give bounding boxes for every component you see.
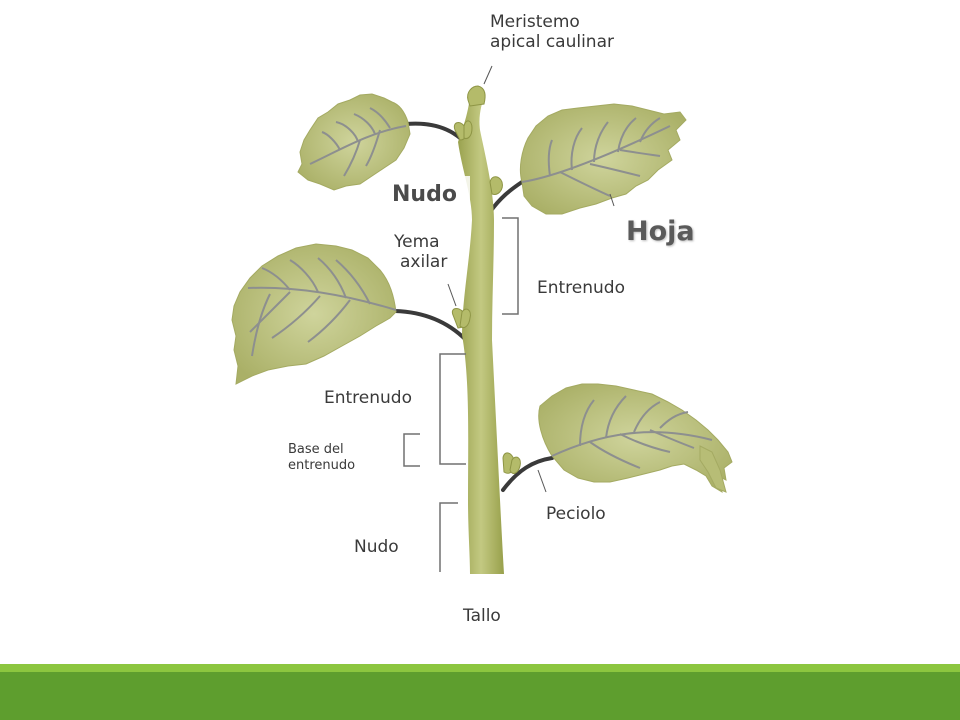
bracket-internode-left [439, 353, 466, 465]
meristem-label: Meristemo apical caulinar [490, 12, 614, 53]
node-label-backing [378, 176, 470, 212]
stem-label: Tallo [463, 606, 501, 626]
axillary-bud-label: Yema axilar [394, 232, 447, 273]
footer-accent-stripe [0, 664, 960, 672]
bracket-node-bottom [439, 502, 458, 572]
meristem-label-line2: apical caulinar [490, 32, 614, 53]
internode-base-label-line1: Base del [288, 442, 344, 457]
node-label-top: Nudo [392, 182, 457, 207]
petiole-label: Peciolo [546, 504, 606, 524]
axillary-leader [447, 283, 457, 307]
internode-label-left: Entrenudo [324, 388, 412, 408]
meristem-leader [483, 65, 493, 85]
leaf-upper-right [519, 103, 687, 215]
bracket-internode-base [403, 433, 420, 467]
axillary-buds [451, 120, 521, 474]
leaf-label: Hoja [626, 216, 695, 247]
leaf-lower-right [538, 383, 733, 494]
footer-bar [0, 672, 960, 720]
meristem-label-line1: Meristemo [490, 12, 580, 32]
axillary-bud-label-line2: axilar [400, 252, 448, 273]
leaf-middle-left [231, 243, 397, 385]
leaf-upper-left [297, 93, 411, 191]
leaf-leader [609, 193, 615, 207]
internode-label-right: Entrenudo [537, 278, 625, 298]
petiole-leader [537, 469, 547, 493]
petiole-middle-left [393, 309, 468, 342]
stem [458, 96, 504, 574]
internode-base-label: Base del entrenudo [288, 442, 355, 473]
leader-lines [447, 65, 615, 493]
petiole-upper-left [404, 121, 462, 140]
internode-base-label-line2: entrenudo [288, 457, 356, 473]
axillary-bud-label-line1: Yema [394, 232, 440, 252]
bracket-internode-right [502, 217, 519, 315]
apical-meristem-bud [467, 85, 486, 107]
node-label-bottom: Nudo [354, 537, 399, 557]
petiole-lower-right [501, 456, 554, 492]
brackets [403, 217, 519, 572]
